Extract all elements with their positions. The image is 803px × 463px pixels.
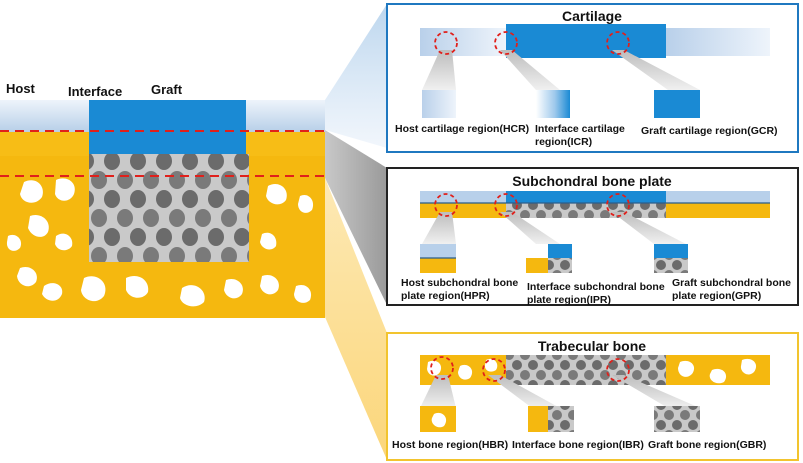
host-label: Host <box>6 81 36 96</box>
subchondral-panel: Subchondral bone plate <box>386 167 799 306</box>
icr-thumbnail <box>536 90 570 118</box>
ibr-callout <box>488 375 560 408</box>
trabecular-panel-border <box>386 332 799 461</box>
gbr-callout <box>612 375 700 408</box>
hcr-thumbnail <box>422 90 456 118</box>
trabecular-projection <box>325 178 387 460</box>
gbr-selection-circle <box>606 358 630 382</box>
gbr-label: Graft bone region(GBR) <box>648 439 766 451</box>
hbr-label: Host bone region(HBR) <box>392 439 508 451</box>
cartilage-panel-title: Cartilage <box>562 8 622 24</box>
hcr-selection-circle <box>434 31 458 55</box>
trabecular-panel: Trabecular bone Host bon <box>386 332 799 461</box>
plate-strip-graft-cartilage <box>506 191 666 203</box>
plate-strip-host-cartilage-right <box>666 191 770 203</box>
hcr-label: Host cartilage region(HCR) <box>395 123 529 135</box>
cartilage-strip-host-right <box>666 28 770 56</box>
subchondral-panel-border <box>386 167 799 306</box>
cartilage-strip-graft <box>506 24 666 58</box>
trabecular-strip-graft <box>506 355 666 385</box>
gbr-thumbnail <box>654 406 700 432</box>
icr-callout <box>500 50 560 90</box>
ipr-callout <box>500 212 560 244</box>
gcr-callout <box>612 50 700 90</box>
hbr-callout <box>420 375 456 408</box>
icr-selection-circle <box>494 31 518 55</box>
trabecular-panel-title: Trabecular bone <box>538 338 646 354</box>
graft-label: Graft <box>151 82 183 97</box>
ibr-thumbnail <box>528 406 574 432</box>
ipr-selection-circle <box>494 193 518 217</box>
cartilage-projection <box>325 4 387 148</box>
graft-bone <box>89 154 249 262</box>
graft-cartilage-layer <box>89 100 246 132</box>
plate-strip-host-cartilage <box>420 191 506 203</box>
subchondral-panel-title: Subchondral bone plate <box>512 173 672 189</box>
host-bone-pores <box>6 178 314 307</box>
main-cross-section: Host Interface Graft <box>0 81 325 318</box>
hpr-selection-circle <box>434 193 458 217</box>
hpr-callout <box>422 212 456 244</box>
gcr-label: Graft cartilage region(GCR) <box>641 125 778 137</box>
interface-label: Interface <box>68 84 122 99</box>
ipr-thumbnail <box>526 244 572 273</box>
hbr-thumbnail <box>420 406 456 432</box>
ibr-label: Interface bone region(IBR) <box>512 439 644 451</box>
gcr-selection-circle <box>606 31 630 55</box>
plate-strip-graft-bone <box>506 203 666 218</box>
hbr-selection-circle <box>430 356 454 380</box>
hpr-thumbnail <box>420 244 456 273</box>
gpr-thumbnail <box>654 244 688 273</box>
plate-strip-host-bone-right <box>666 203 770 218</box>
cartilage-strip-host <box>420 28 506 56</box>
cartilage-panel: Cartilage Host cartilage region(HCR) Int… <box>386 3 799 153</box>
gpr-selection-circle <box>606 193 630 217</box>
graft-plate <box>89 132 246 156</box>
hcr-callout <box>422 50 456 90</box>
gcr-thumbnail <box>654 90 700 118</box>
plate-strip-host-bone <box>420 203 506 218</box>
gpr-callout <box>612 212 686 244</box>
subchondral-projection <box>325 130 387 305</box>
ibr-selection-circle <box>482 358 506 382</box>
trabecular-strip-pores <box>427 358 757 384</box>
